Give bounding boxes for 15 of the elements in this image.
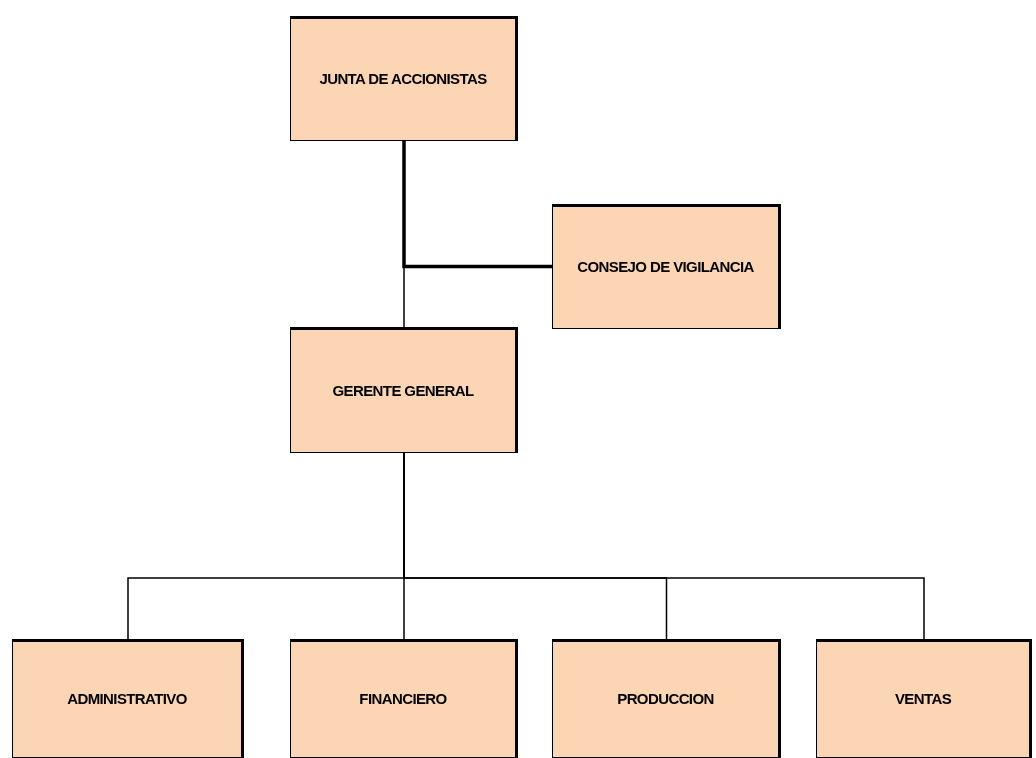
box-label: CONSEJO DE VIGILANCIA	[576, 257, 755, 278]
org-box	[552, 639, 781, 758]
org-box	[290, 16, 518, 141]
box-label: VENTAS	[893, 689, 953, 710]
org-box	[552, 204, 781, 329]
org-box	[816, 639, 1032, 758]
box-label: PRODUCCION	[616, 689, 715, 710]
box-label: FINANCIERO	[358, 689, 448, 710]
box-label: JUNTA DE ACCIONISTAS	[318, 69, 488, 90]
org-box	[12, 639, 244, 758]
connector-line	[402, 141, 552, 269]
box-label: ADMINISTRATIVO	[66, 689, 188, 710]
org-box	[290, 327, 518, 453]
org-box	[290, 639, 518, 758]
box-label: GERENTE GENERAL	[331, 380, 475, 401]
